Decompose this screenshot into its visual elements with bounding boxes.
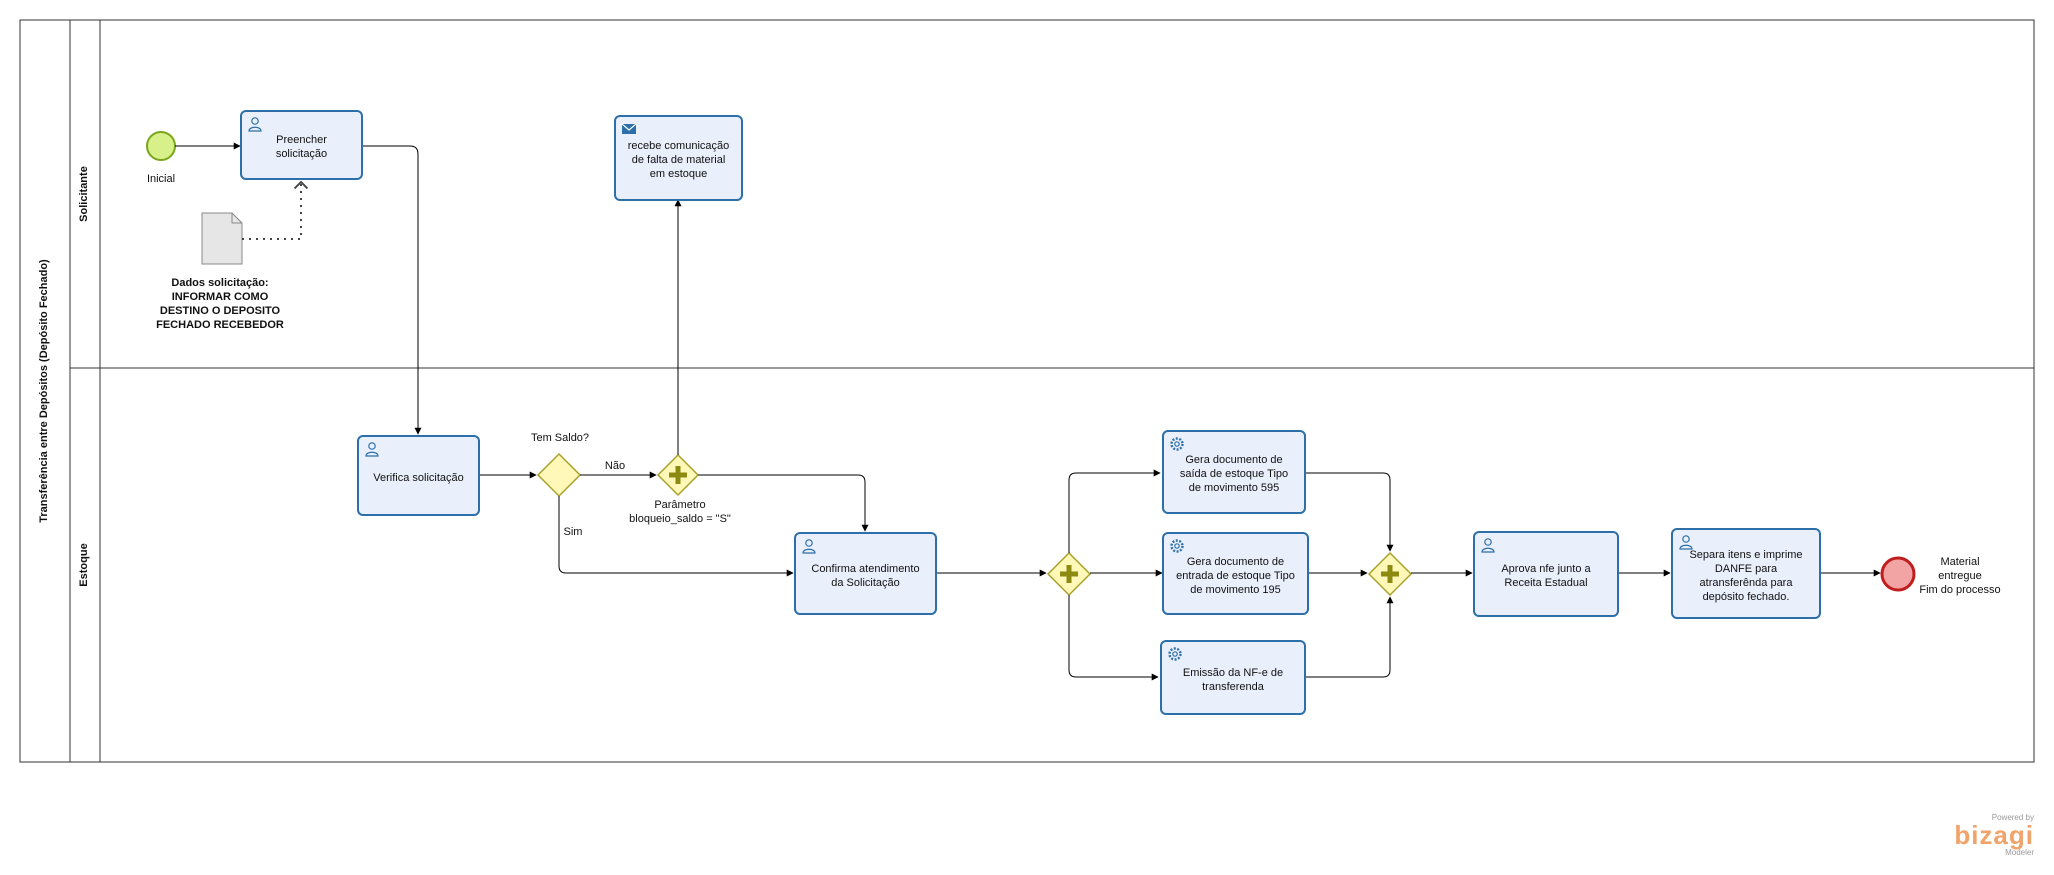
lane-label-solicitante: Solicitante [78, 166, 90, 222]
flow-sim [558, 496, 794, 577]
task-label: Gera documento de saída de estoque Tipo … [1179, 454, 1289, 494]
user-icon [248, 117, 262, 132]
task-aprova-nfe[interactable]: Aprova nfe junto a Receita Estadual [1473, 531, 1619, 617]
gateway-tem-saldo-label: Tem Saldo? [530, 432, 590, 444]
user-icon [1481, 538, 1495, 553]
flow-nao-label: Não [604, 460, 626, 472]
gear-icon [1170, 437, 1184, 451]
data-object-line2: INFORMAR COMO [171, 291, 269, 303]
flow-saida-to-join [1306, 472, 1394, 552]
parallel-gateway-parametro[interactable] [656, 453, 700, 497]
task-gera-saida[interactable]: Gera documento de saída de estoque Tipo … [1162, 430, 1306, 514]
flow-sim-label: Sim [563, 526, 583, 538]
exclusive-gateway[interactable] [536, 452, 582, 498]
pool-frame [19, 19, 2035, 763]
data-object-line4: FECHADO RECEBEDOR [156, 319, 284, 331]
gateway-parametro-label: Parâmetro bloqueio_saldo = "S" [620, 498, 740, 526]
pool-title: Transferência entre Depósitos (Depósito … [38, 259, 50, 523]
task-label: Emissão da NF-e de transferenda [1182, 666, 1284, 693]
user-icon [365, 442, 379, 457]
user-icon [1679, 535, 1693, 550]
task-label: Preencher solicitação [275, 134, 328, 160]
task-label: Gera documento de entrada de estoque Tip… [1176, 555, 1295, 596]
powered-by-text: Powered by [1991, 813, 2034, 822]
task-emissao-nfe[interactable]: Emissão da NF-e de transferenda [1160, 640, 1306, 715]
task-confirma-atendimento[interactable]: Confirma atendimento da Solicitação [794, 532, 937, 615]
end-event-label: Material entregue Fim do processo [1905, 555, 2015, 597]
start-event-label: Inicial [146, 173, 176, 185]
task-verifica-solicitacao[interactable]: Verifica solicitação [357, 435, 480, 516]
flow-split-to-saida [1068, 469, 1161, 553]
data-object-line1: Dados solicitação: [171, 277, 269, 289]
task-label: recebe comunicação de falta de material … [627, 140, 730, 180]
task-label: Aprova nfe junto a Receita Estadual [1501, 563, 1591, 589]
task-label: Confirma atendimento da Solicitação [811, 562, 920, 589]
flow-preencher-to-verifica [362, 145, 422, 435]
param-line2: bloqueio_saldo = "S" [629, 513, 731, 525]
task-label: Separa itens e imprime DANFE para atrans… [1689, 548, 1803, 603]
user-icon [802, 539, 816, 554]
end-event[interactable] [1880, 556, 1916, 592]
task-gera-entrada[interactable]: Gera documento de entrada de estoque Tip… [1162, 532, 1309, 615]
gear-icon [1170, 539, 1184, 553]
task-recebe-comunicacao[interactable]: recebe comunicação de falta de material … [614, 115, 743, 201]
end-label-line3: Fim do processo [1919, 584, 2001, 596]
parallel-gateway-join[interactable] [1367, 551, 1413, 597]
task-label: Verifica solicitação [373, 471, 464, 484]
flow-split-to-emissao [1068, 595, 1159, 681]
envelope-icon [621, 123, 637, 134]
brand-name: bizagi [1954, 820, 2034, 850]
data-object-line3: DESTINO O DEPOSITO [159, 305, 281, 317]
flow-emissao-to-join [1306, 596, 1394, 678]
task-preencher-solicitacao[interactable]: Preencher solicitação [240, 110, 363, 180]
bizagi-logo: Powered by bizagi Modeler [1954, 813, 2034, 857]
task-separa-itens[interactable]: Separa itens e imprime DANFE para atrans… [1671, 528, 1821, 619]
start-event[interactable] [146, 131, 176, 161]
data-object-label: Dados solicitação: INFORMAR COMO DESTINO… [150, 276, 290, 332]
lane-label-estoque: Estoque [78, 543, 90, 587]
gear-icon [1168, 647, 1182, 661]
data-object[interactable] [201, 212, 243, 265]
param-line1: Parâmetro [654, 499, 706, 511]
flow-param-to-confirma [698, 474, 869, 532]
end-label-line2: entregue [1938, 570, 1982, 582]
association-data-to-preencher [242, 180, 309, 240]
end-label-line1: Material [1940, 556, 1980, 568]
parallel-gateway-split[interactable] [1046, 551, 1092, 597]
brand-product: Modeler [2005, 848, 2034, 857]
